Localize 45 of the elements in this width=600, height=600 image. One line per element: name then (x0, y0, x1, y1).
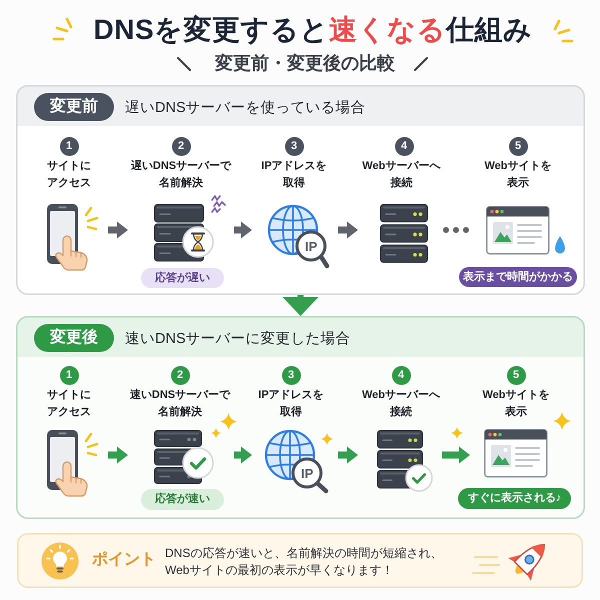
arrow (338, 446, 358, 464)
status-badge: 応答が遅い (141, 268, 224, 288)
step-label: Webサーバーへ接続 (361, 159, 442, 191)
comparison-panel (16, 85, 585, 295)
step-number: 3 (282, 366, 300, 385)
step-label: 遅いDNSサーバーで名前解決 (130, 159, 232, 191)
phase-tag: 変更後 (34, 324, 114, 352)
note-text: DNSの応答が速いと、名前解決の時間が短縮され、Webサイトの最初の表示が早くなります！ (165, 545, 444, 578)
step-label: IPアドレスを取得 (257, 388, 325, 420)
step-number: 3 (284, 137, 304, 156)
subtitle: 変更前・変更後の比較 (215, 52, 395, 75)
step-label: サイトにアクセス (46, 159, 92, 191)
step-number: 4 (392, 366, 410, 385)
arrow (234, 446, 252, 464)
step-number: 5 (506, 366, 526, 385)
step-label: Webサイトを表示 (481, 388, 551, 420)
step-number: 5 (508, 137, 528, 156)
step-number: 2 (170, 366, 190, 385)
step-label: サイトにアクセス (46, 388, 92, 420)
step-label: Webサイトを表示 (483, 159, 553, 191)
arrow (282, 295, 318, 316)
step-number: 2 (172, 137, 190, 156)
panel-heading: 速いDNSサーバーに変更した場合 (125, 330, 351, 349)
arrow (338, 222, 358, 238)
arrow (108, 446, 128, 464)
status-badge: 表示まで時間がかかる (459, 267, 577, 287)
arrow (108, 222, 128, 238)
status-badge: 応答が速い (141, 489, 224, 510)
title: DNSを変更すると速くなる仕組み (94, 13, 533, 47)
step-number: 1 (60, 366, 78, 385)
comparison-panel (16, 316, 585, 519)
step-label: IPアドレスを取得 (260, 159, 328, 191)
phase-tag: 変更前 (34, 93, 114, 121)
ip-label: IP (301, 466, 314, 480)
note-panel (17, 533, 583, 588)
step-number: 4 (394, 137, 414, 156)
ip-label: IP (305, 238, 318, 254)
step-label: Webサーバーへ接続 (360, 388, 441, 420)
panel-heading: 遅いDNSサーバーを使っている場合 (125, 99, 366, 118)
note-heading: ポイント (92, 550, 156, 570)
step-number: 1 (60, 137, 78, 156)
arrow (234, 222, 252, 238)
status-badge: すぐに表示される♪ (458, 488, 571, 509)
arrow (442, 446, 470, 464)
step-label: 速いDNSサーバーで名前解決 (129, 388, 231, 420)
